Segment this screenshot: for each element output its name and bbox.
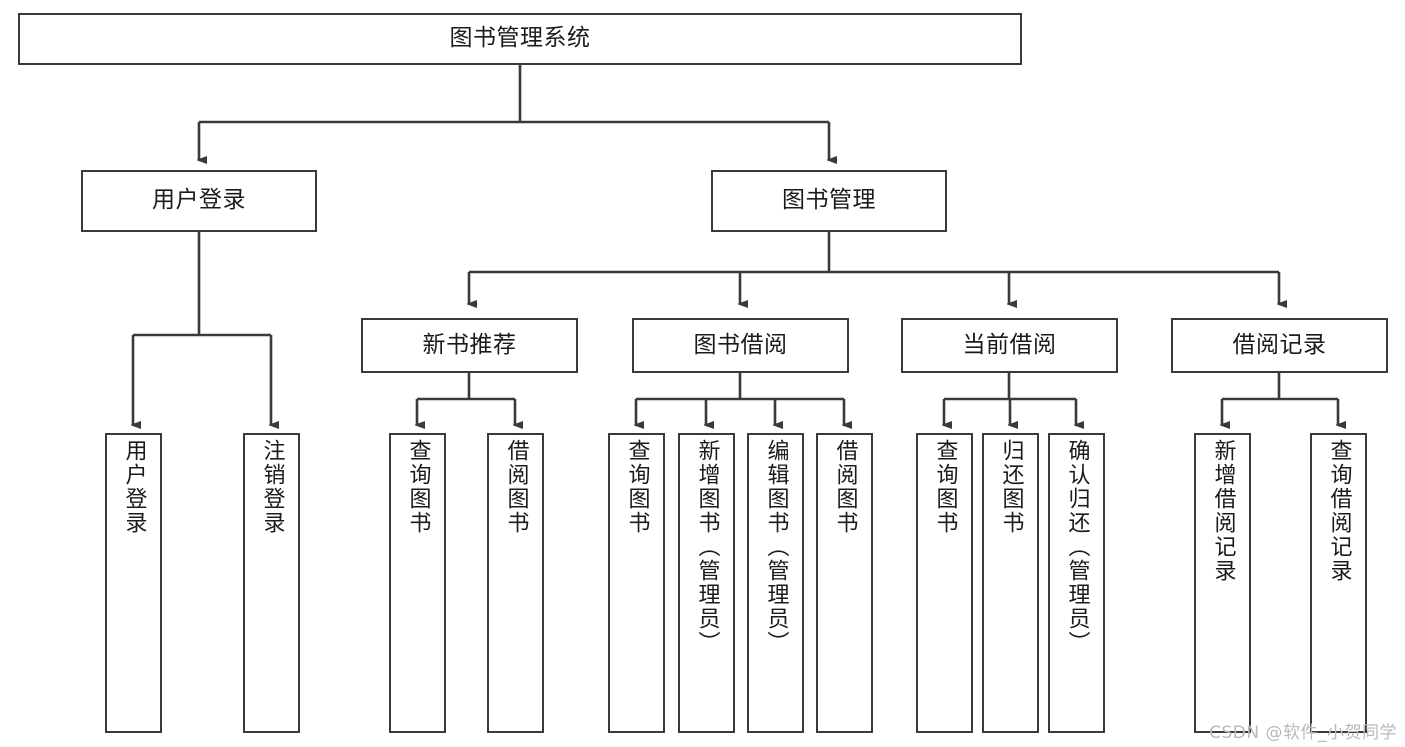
node-label: 确认归还（管理员） <box>1064 439 1090 655</box>
node-label: 查询图书 <box>624 439 650 535</box>
leaf-new-book-borrow[interactable]: 借阅图书 <box>487 433 544 733</box>
node-label: 新书推荐 <box>422 331 517 358</box>
node-label: 编辑图书（管理员） <box>763 439 789 655</box>
leaf-current-return-book[interactable]: 归还图书 <box>982 433 1039 733</box>
node-user-login[interactable]: 用户登录 <box>81 170 317 232</box>
node-label: 借阅图书 <box>832 439 858 535</box>
node-label: 借阅图书 <box>503 439 529 535</box>
node-label: 用户登录 <box>152 187 246 214</box>
leaf-current-query-book[interactable]: 查询图书 <box>916 433 973 733</box>
node-label: 查询图书 <box>405 439 431 535</box>
node-label: 查询借阅记录 <box>1326 439 1352 583</box>
leaf-logout[interactable]: 注销登录 <box>243 433 300 733</box>
leaf-borrow-borrow-book[interactable]: 借阅图书 <box>816 433 873 733</box>
node-label: 注销登录 <box>259 439 285 535</box>
node-label: 图书管理系统 <box>449 25 591 52</box>
node-label: 用户登录 <box>121 439 147 535</box>
node-new-book-recommend[interactable]: 新书推荐 <box>361 318 578 373</box>
leaf-borrow-query-book[interactable]: 查询图书 <box>608 433 665 733</box>
node-label: 图书管理 <box>782 187 876 214</box>
node-label: 新增图书（管理员） <box>694 439 720 655</box>
leaf-current-confirm-return-admin[interactable]: 确认归还（管理员） <box>1048 433 1105 733</box>
leaf-borrow-add-book-admin[interactable]: 新增图书（管理员） <box>678 433 735 733</box>
node-root-book-management-system[interactable]: 图书管理系统 <box>18 13 1022 65</box>
leaf-borrow-edit-book-admin[interactable]: 编辑图书（管理员） <box>747 433 804 733</box>
node-label: 当前借阅 <box>962 331 1057 358</box>
node-current-borrow[interactable]: 当前借阅 <box>901 318 1118 373</box>
node-label: 图书借阅 <box>693 331 788 358</box>
node-label: 归还图书 <box>998 439 1024 535</box>
leaf-record-add-borrow-record[interactable]: 新增借阅记录 <box>1194 433 1251 733</box>
node-borrow-record[interactable]: 借阅记录 <box>1171 318 1388 373</box>
node-label: 借阅记录 <box>1232 331 1327 358</box>
leaf-user-login[interactable]: 用户登录 <box>105 433 162 733</box>
leaf-new-book-query[interactable]: 查询图书 <box>389 433 446 733</box>
node-label: 新增借阅记录 <box>1210 439 1236 583</box>
node-label: 查询图书 <box>932 439 958 535</box>
node-book-borrow[interactable]: 图书借阅 <box>632 318 849 373</box>
node-book-management[interactable]: 图书管理 <box>711 170 947 232</box>
leaf-record-query-borrow-record[interactable]: 查询借阅记录 <box>1310 433 1367 733</box>
